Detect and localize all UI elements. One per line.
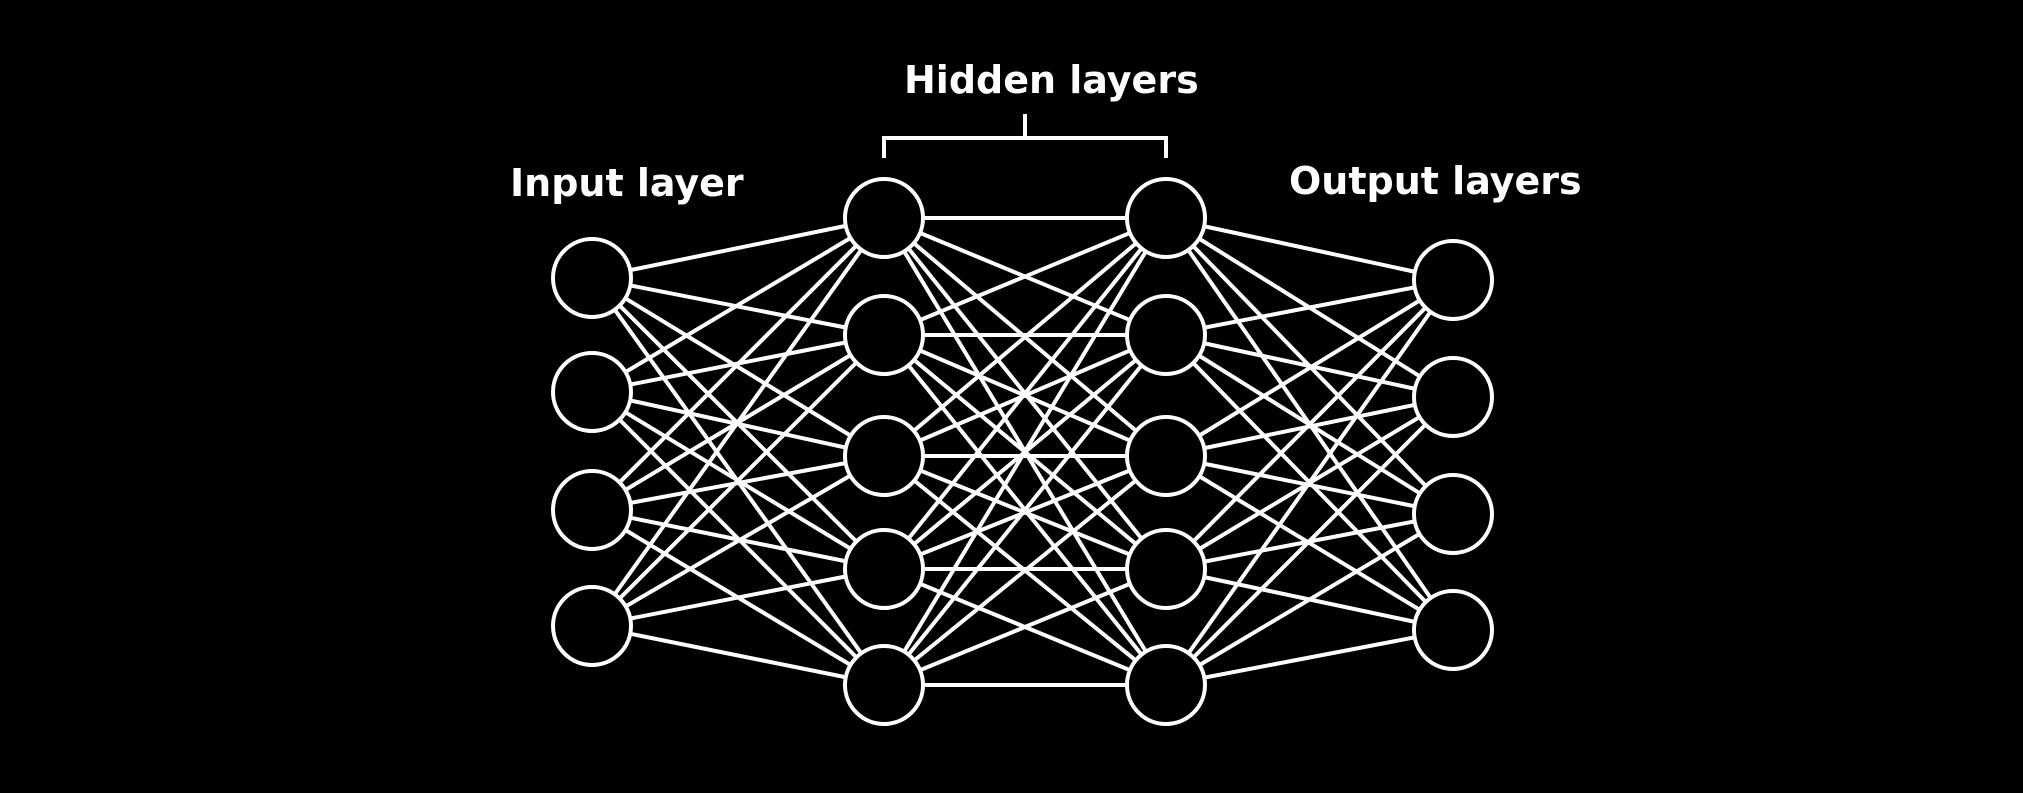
input-node-4 (551, 585, 633, 667)
output-node-2 (1412, 356, 1494, 438)
connection-lines (590, 216, 1455, 687)
connection-hidden-1-5-to-hidden-2-1 (882, 216, 1168, 687)
connection-input-2-to-hidden-1-1 (590, 216, 886, 394)
hidden-1-node-5 (843, 644, 925, 726)
connection-input-3-to-hidden-1-1 (590, 216, 886, 512)
hidden-2-node-5 (1125, 644, 1207, 726)
output-node-1 (1412, 239, 1494, 321)
connection-hidden-2-5-to-output-2 (1164, 395, 1455, 687)
input-node-3 (551, 469, 633, 551)
neurons (551, 177, 1494, 726)
connection-input-4-to-hidden-1-1 (590, 216, 886, 628)
connection-input-4-to-hidden-1-5 (591, 624, 885, 687)
connection-hidden-2-2-to-output-1 (1165, 278, 1454, 337)
hidden-layers-label: Hidden layers (904, 58, 1199, 102)
input-node-2 (551, 351, 633, 433)
connection-input-4-to-hidden-1-3 (590, 454, 886, 628)
hidden-2-node-1 (1125, 177, 1207, 259)
connection-hidden-2-5-to-output-1 (1164, 278, 1455, 687)
input-node-1 (551, 237, 633, 319)
connection-hidden-2-5-to-output-4 (1165, 628, 1454, 687)
connection-input-4-to-hidden-1-4 (591, 567, 885, 628)
hidden-2-node-3 (1125, 415, 1207, 497)
hidden-2-node-4 (1125, 528, 1207, 610)
connection-input-4-to-hidden-1-2 (590, 333, 886, 628)
connection-hidden-1-4-to-hidden-2-1 (882, 216, 1168, 571)
connection-hidden-1-5-to-hidden-2-3 (882, 454, 1168, 687)
connection-hidden-2-4-to-output-1 (1164, 278, 1455, 571)
connection-hidden-1-2-to-hidden-2-1 (883, 216, 1167, 337)
connection-hidden-2-1-to-output-1 (1165, 216, 1454, 282)
connection-input-1-to-hidden-1-1 (591, 216, 885, 280)
connection-input-1-to-hidden-1-3 (590, 276, 886, 458)
hidden-1-node-2 (843, 294, 925, 376)
connection-hidden-2-3-to-output-1 (1164, 278, 1455, 458)
hidden-1-node-3 (843, 415, 925, 497)
connection-hidden-1-5-to-hidden-2-4 (883, 567, 1167, 687)
output-layer-label: Output layers (1289, 159, 1582, 203)
hidden-1-node-1 (843, 177, 925, 259)
output-node-4 (1412, 589, 1494, 671)
output-node-3 (1412, 473, 1494, 555)
connection-hidden-2-5-to-output-3 (1164, 512, 1455, 687)
connection-hidden-1-3-to-hidden-2-1 (882, 216, 1168, 458)
input-layer-label: Input layer (510, 161, 744, 205)
hidden-layers-bracket (882, 114, 1168, 158)
hidden-1-node-4 (843, 528, 925, 610)
hidden-2-node-2 (1125, 294, 1207, 376)
connection-hidden-1-5-to-hidden-2-2 (882, 333, 1168, 687)
